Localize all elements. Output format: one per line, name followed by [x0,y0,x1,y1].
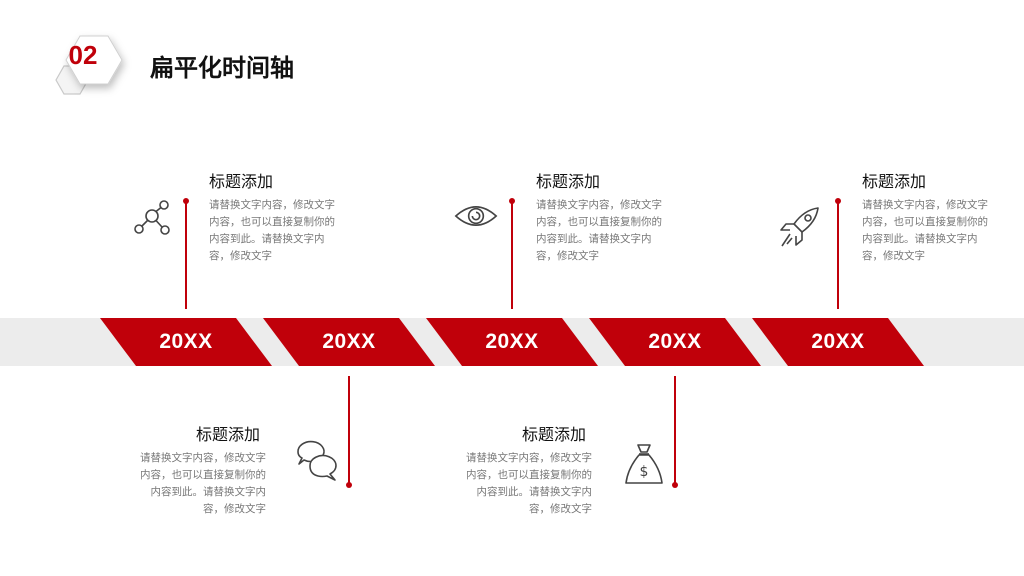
connector-line [185,201,187,309]
connector-dot [672,482,678,488]
year-block-5 [752,318,924,366]
connector-line [348,376,350,484]
year-block-4 [589,318,761,366]
item-title-5: 标题添加 [862,172,927,191]
eye-icon [454,206,498,226]
year-label-3: 20XX [485,330,539,353]
year-block-2 [263,318,435,366]
item-desc-3: 请替换文字内容，修改文字内容，也可以直接复制你的内容到此。请替换文字内容，修改文… [536,199,662,262]
item-title-1: 标题添加 [209,172,274,191]
svg-text:$: $ [640,464,649,480]
item-title-2: 标题添加 [196,425,261,444]
molecule-icon [134,200,170,235]
chat-bubbles-icon [297,440,337,481]
section-number: 02 [68,40,98,70]
item-title-3: 标题添加 [536,172,601,191]
connector-dot [346,482,352,488]
year-label-5: 20XX [811,330,865,353]
connector-line [674,376,676,484]
connector-line [837,201,839,309]
hexagon-badge-icon [55,35,123,95]
year-block-3 [426,318,598,366]
item-desc-1: 请替换文字内容，修改文字内容，也可以直接复制你的内容到此。请替换文字内容，修改文… [209,199,335,262]
year-block-1 [100,318,272,366]
rocket-icon [780,207,819,247]
year-label-1: 20XX [159,330,213,353]
year-label-4: 20XX [648,330,702,353]
money-bag-icon: $ [625,444,663,484]
item-desc-2: 请替换文字内容，修改文字内容，也可以直接复制你的内容到此。请替换文字内容，修改文… [140,452,266,515]
timeline-arrows [100,318,924,366]
year-label-2: 20XX [322,330,376,353]
item-desc-5: 请替换文字内容，修改文字内容，也可以直接复制你的内容到此。请替换文字内容，修改文… [862,199,988,262]
connector-line [511,201,513,309]
item-desc-4: 请替换文字内容，修改文字内容，也可以直接复制你的内容到此。请替换文字内容，修改文… [466,452,592,515]
item-title-4: 标题添加 [522,425,587,444]
page-title: 扁平化时间轴 [150,54,294,82]
